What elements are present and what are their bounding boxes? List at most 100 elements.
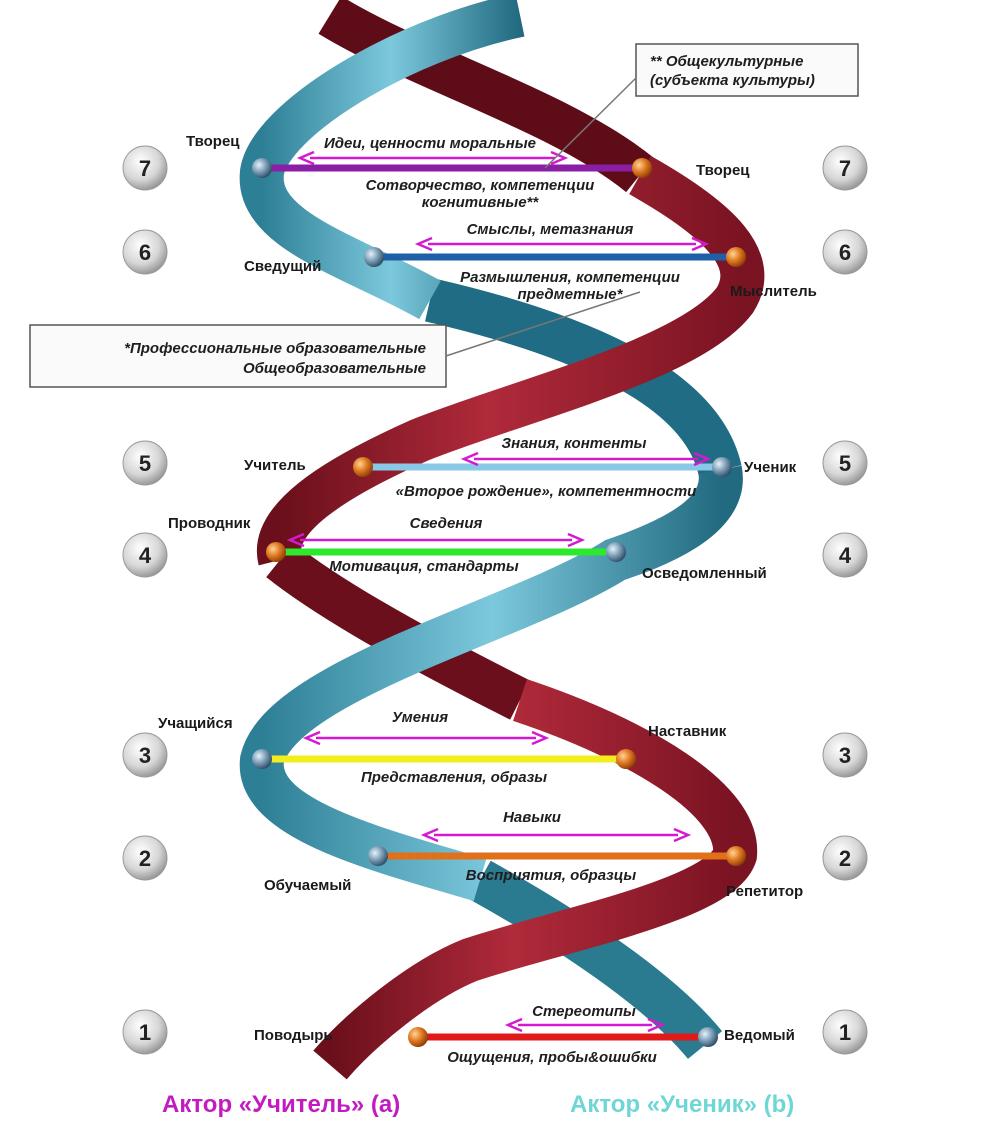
actor-teacher-caption: Актор «Учитель» (а) <box>162 1091 400 1118</box>
level-2-number-left-label: 2 <box>139 846 151 871</box>
level-7-number-left-circle <box>122 145 168 191</box>
level-3-number-right-circle <box>822 732 868 778</box>
level-5-number-right: 5 <box>822 440 868 486</box>
level-3-number-left-label: 3 <box>139 743 151 768</box>
level-6-number-right: 6 <box>822 229 868 275</box>
note-cultural: ** Общекультурные (субъекта культуры) <box>544 43 859 169</box>
level-2-lower-label: Восприятия, образцы <box>466 867 637 884</box>
level-7-right-ball <box>632 158 652 178</box>
level-5-left-ball <box>353 457 373 477</box>
note-professional-line1: *Профессиональные образовательные <box>124 340 426 357</box>
level-2-number-left-circle <box>122 835 168 881</box>
level-4-number-left-circle <box>122 532 168 578</box>
level-1-lower-label: Ощущения, пробы&ошибки <box>447 1049 657 1066</box>
level-7-number-left: 7 <box>122 145 168 191</box>
level-2-number-right-circle <box>822 835 868 881</box>
level-1-arrow-left-head <box>504 1017 523 1033</box>
level-5-number-right-circle <box>822 440 868 486</box>
level-2-number-left: 2 <box>122 835 168 881</box>
level-5-lower-label: «Второе рождение», компетентности <box>396 483 697 500</box>
level-3-arrow-right-head <box>531 730 550 746</box>
level-4-arrow-left-head <box>286 532 305 548</box>
level-1-number-right-circle <box>822 1009 868 1055</box>
level-6-number-left-circle <box>122 229 168 275</box>
level-2-right-role: Репетитор <box>726 883 803 900</box>
level-1-number-right-label: 1 <box>839 1020 851 1045</box>
level-6-lower-label-2: предметные* <box>518 286 624 303</box>
level-6-number-left-label: 6 <box>139 240 151 265</box>
level-6-number-left: 6 <box>122 229 168 275</box>
level-4-left-role: Проводник <box>168 515 251 532</box>
level-4-arrow <box>286 532 586 548</box>
level-6-number-right-label: 6 <box>839 240 851 265</box>
level-3-left-ball <box>252 749 272 769</box>
level-1-left-role: Поводырь <box>254 1027 333 1044</box>
level-7-lower-label-2: когнитивные** <box>422 194 540 211</box>
level-5-upper-label: Знания, контенты <box>502 435 647 452</box>
level-6-arrow <box>414 236 710 252</box>
level-1-arrow <box>504 1017 666 1033</box>
level-1-number-left-label: 1 <box>139 1020 151 1045</box>
level-2-arrow-right-head <box>673 827 692 843</box>
level-4-left-ball <box>266 542 286 562</box>
level-2-arrow-left-head <box>420 827 439 843</box>
level-1-right-ball <box>698 1027 718 1047</box>
red-strand-back <box>318 0 654 193</box>
level-3-number-left: 3 <box>122 732 168 778</box>
level-4-number-left: 4 <box>122 532 168 578</box>
level-1-arrow-right-head <box>647 1017 666 1033</box>
note-cultural-line2: (субъекта культуры) <box>650 72 815 89</box>
level-7-number-right-circle <box>822 145 868 191</box>
level-5: Знания, контенты «Второе рождение», компе… <box>122 435 868 500</box>
level-4-number-right-label: 4 <box>839 543 852 568</box>
level-3-lower-label: Представления, образы <box>361 769 547 786</box>
level-7-left-role: Творец <box>186 133 240 150</box>
level-3-number-right: 3 <box>822 732 868 778</box>
level-5-number-left-circle <box>122 440 168 486</box>
level-5-right-ball <box>712 457 732 477</box>
level-6-right-role: Мыслитель <box>730 283 817 300</box>
red-strand-back-2 <box>266 542 530 720</box>
level-1-number-left: 1 <box>122 1009 168 1055</box>
level-4-right-role: Осведомленный <box>642 565 767 582</box>
level-4-number-right-circle <box>822 532 868 578</box>
level-5-left-role: Учитель <box>244 457 306 474</box>
level-3-number-right-label: 3 <box>839 743 851 768</box>
level-5-number-right-label: 5 <box>839 451 851 476</box>
level-3-left-role: Учащийся <box>158 715 233 732</box>
level-2-number-right-label: 2 <box>839 846 851 871</box>
level-2-left-ball <box>368 846 388 866</box>
note-professional: *Профессиональные образовательные Общеоб… <box>29 291 641 388</box>
level-6-lower-label: Размышления, компетенции <box>460 269 680 286</box>
level-5-arrow-left-head <box>460 451 479 467</box>
level-2-right-ball <box>726 846 746 866</box>
teal-strand-2 <box>239 465 743 902</box>
level-6-left-ball <box>364 247 384 267</box>
level-1-right-role: Ведомый <box>724 1027 795 1044</box>
level-2-arrow <box>420 827 692 843</box>
level-2-upper-label: Навыки <box>503 809 561 826</box>
level-6-arrow-left-head <box>414 236 433 252</box>
level-7-arrow-right-head <box>550 150 569 166</box>
level-1-number-left-circle <box>122 1009 168 1055</box>
level-7-arrow-left-head <box>296 150 315 166</box>
level-2-left-role: Обучаемый <box>264 877 351 894</box>
level-1-upper-label: Стереотипы <box>532 1003 636 1020</box>
level-3-upper-label: Умения <box>392 709 448 726</box>
level-4-lower-label: Мотивация, стандарты <box>329 558 519 575</box>
level-4-arrow-right-head <box>567 532 586 548</box>
level-7-lower-label: Сотворчество, компетенции <box>366 177 595 194</box>
level-3-arrow-left-head <box>302 730 321 746</box>
level-6-upper-label: Смыслы, метазнания <box>467 221 634 238</box>
level-3-right-ball <box>616 749 636 769</box>
level-5-arrow <box>460 451 712 467</box>
level-6-arrow-right-head <box>691 236 710 252</box>
level-1-number-right: 1 <box>822 1009 868 1055</box>
